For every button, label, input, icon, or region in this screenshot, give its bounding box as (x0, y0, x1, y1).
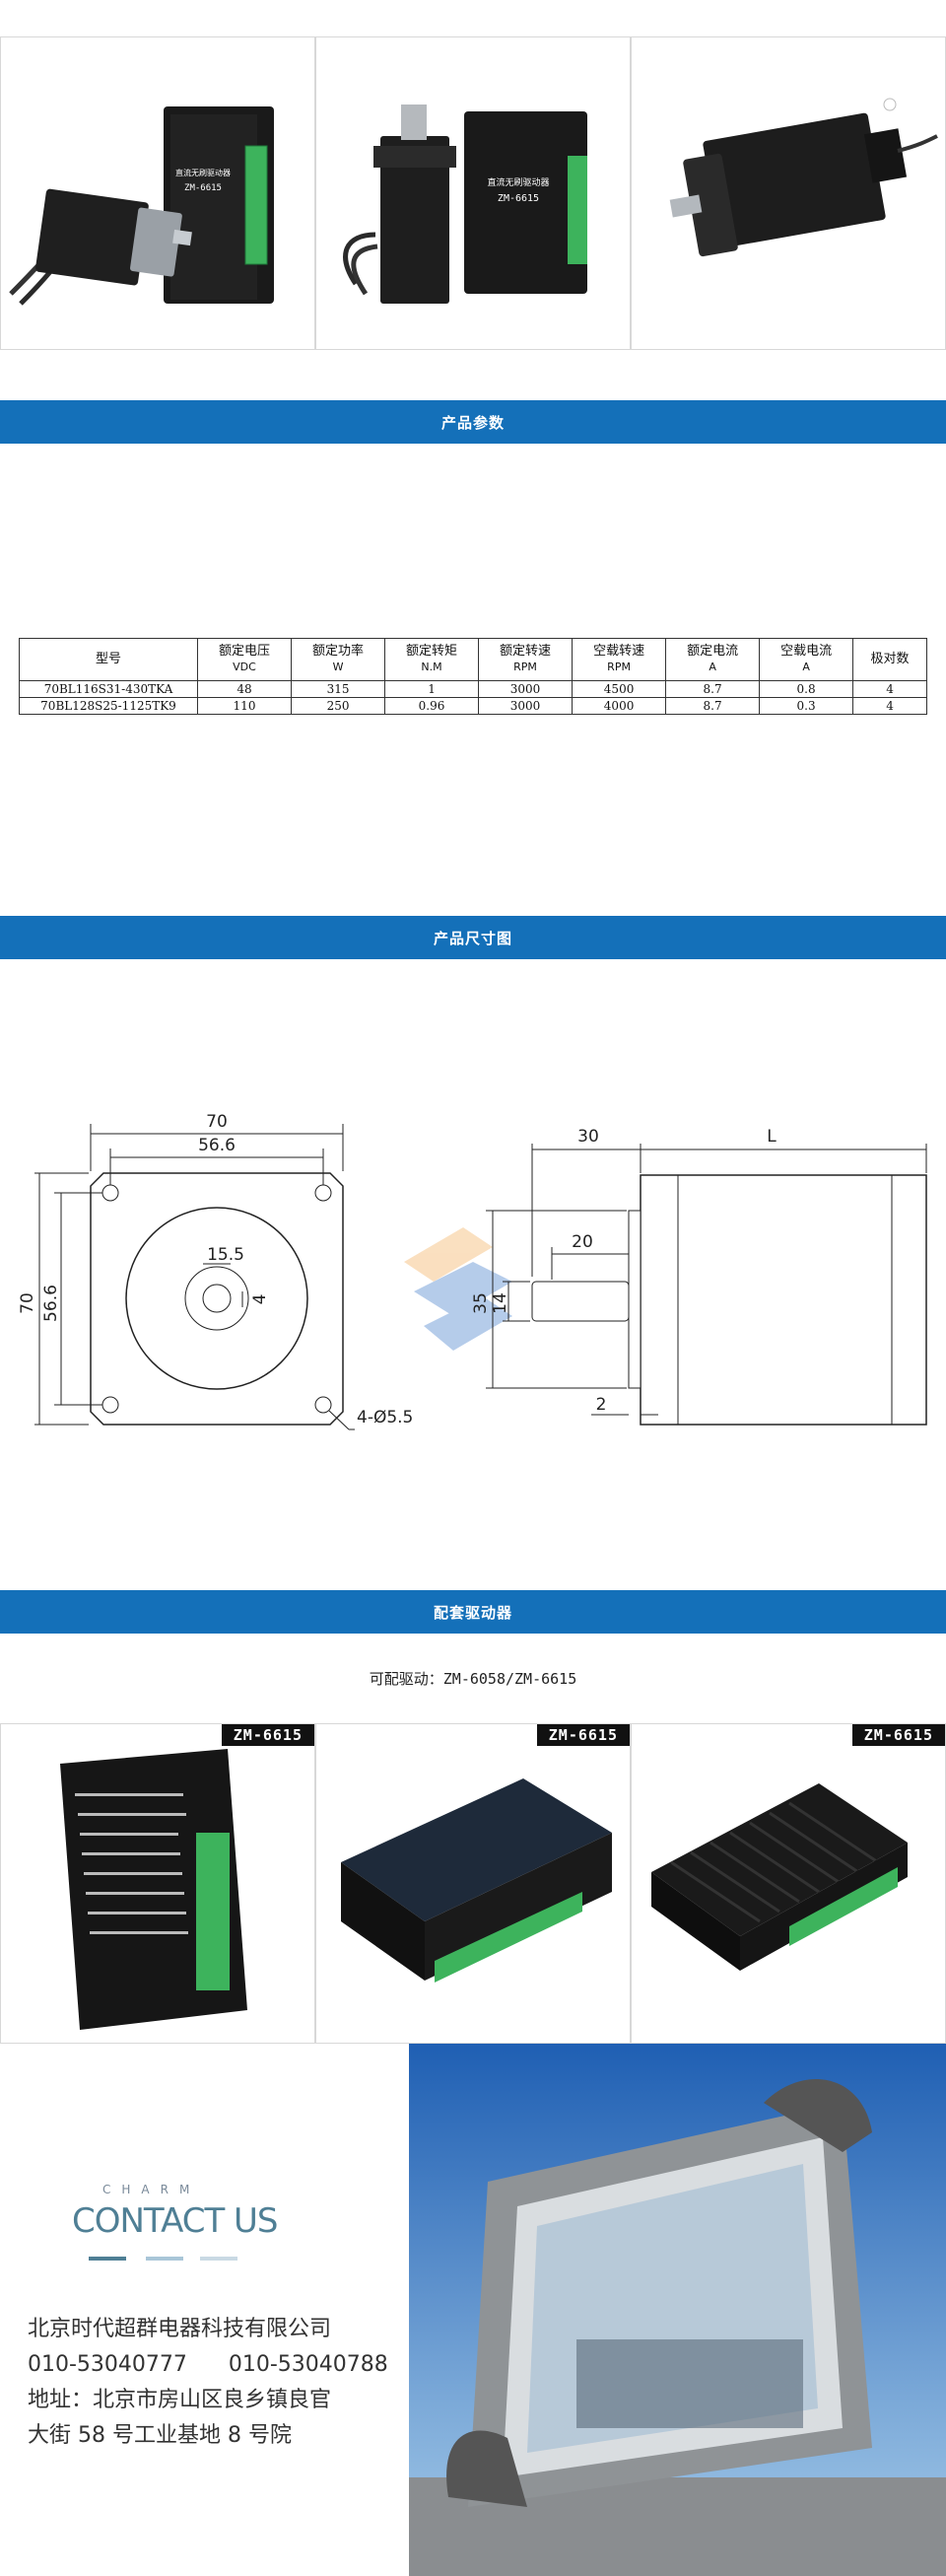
product-photo-1: 直流无刷驱动器 ZM-6615 (0, 36, 315, 350)
table-cell: 4500 (572, 680, 667, 698)
dim-flat: 4 (250, 1294, 270, 1305)
terminal-block-green (568, 156, 587, 264)
dim-boss: 15.5 (207, 1245, 244, 1265)
table-cell: 4000 (572, 697, 667, 715)
terminal-block-green (196, 1833, 230, 1990)
table-cell: 1 (384, 680, 480, 698)
table-header: 极对数 (852, 638, 927, 681)
driver-photo-2: ZM-6615 (315, 1723, 631, 2044)
table-cell: 0.8 (759, 680, 854, 698)
dim-boss-dia: 35 (471, 1292, 491, 1314)
table-cell: 250 (291, 697, 386, 715)
table-cell: 0.3 (759, 697, 854, 715)
product-photo-2: 直流无刷驱动器 ZM-6615 (315, 36, 631, 350)
table-cell: 110 (196, 697, 293, 715)
contact-divider (146, 2257, 183, 2261)
contact-address-line1: 地址：北京市房山区良乡镇良官 (28, 2388, 332, 2412)
driver-tag-3: ZM-6615 (851, 1724, 945, 1746)
dim-holes: 4-Ø5.5 (357, 1408, 413, 1427)
registered-mark-icon (883, 98, 897, 111)
driver-tag-1: ZM-6615 (221, 1724, 314, 1746)
section-drivers-title: 配套驱动器 (433, 1603, 512, 1622)
driver-model-1: ZM-6615 (184, 183, 222, 193)
contact-phones: 010-53040777 010-53040788 (28, 2352, 388, 2377)
front-view: 70 56.6 70 56.6 15.5 4 4-Ø5.5 (18, 1112, 413, 1430)
contact-address-line2: 大街 58 号工业基地 8 号院 (28, 2423, 292, 2448)
dim-step: 2 (596, 1395, 607, 1415)
driver-photo-3: ZM-6615 (631, 1723, 946, 2044)
driver-photo-row: ZM-6615 ZM-6615 ZM-661 (0, 1723, 946, 2044)
terminal-block-green (244, 145, 268, 265)
table-cell: 48 (196, 680, 293, 698)
section-dimensions-title: 产品尺寸图 (433, 929, 512, 947)
side-view: 30 L 20 35 14 2 (471, 1127, 927, 1426)
table-row: 70BL128S25-1125TK9 110 250 0.96 3000 400… (19, 697, 927, 715)
watermark-logo-icon (404, 1227, 512, 1351)
driver-model-2: ZM-6615 (498, 193, 539, 204)
top-photo-row: 直流无刷驱动器 ZM-6615 直流无刷驱动器 ZM-6615 (0, 36, 946, 350)
table-cell: 3000 (478, 697, 574, 715)
contact-divider (89, 2257, 126, 2261)
table-cell: 0.96 (384, 697, 480, 715)
contact-divider (200, 2257, 237, 2261)
dim-front-width: 70 (206, 1112, 228, 1132)
table-cell: 8.7 (665, 680, 761, 698)
dim-front-pitch: 56.6 (198, 1136, 236, 1155)
contact-us-title: CONTACT US (72, 2201, 279, 2241)
section-params-title: 产品参数 (440, 413, 505, 432)
contact-company: 北京时代超群电器科技有限公司 (28, 2317, 332, 2341)
team-photo (409, 2044, 946, 2576)
dim-shaft-dia: 14 (491, 1292, 510, 1314)
table-cell: 70BL116S31-430TKA (19, 680, 198, 698)
table-header: 型号 (19, 638, 198, 681)
dim-flat-len: 20 (572, 1232, 593, 1252)
table-cell: 315 (291, 680, 386, 698)
table-cell: 70BL128S25-1125TK9 (19, 697, 198, 715)
section-drivers-bar: 配套驱动器 (0, 1590, 946, 1634)
dim-shaft-len: 30 (577, 1127, 599, 1147)
driver-photo-1: ZM-6615 (0, 1723, 315, 2044)
driver-tag-2: ZM-6615 (536, 1724, 630, 1746)
compatible-drivers-note: 可配驱动：ZM-6058/ZM-6615 (369, 1670, 577, 1688)
driver-title-2: 直流无刷驱动器 (487, 176, 549, 188)
product-photo-3 (631, 36, 946, 350)
dim-front-height: 70 (18, 1292, 37, 1314)
driver-title-1: 直流无刷驱动器 (175, 168, 231, 177)
dimension-drawing: 70 56.6 70 56.6 15.5 4 4-Ø5.5 (18, 1112, 927, 1430)
contact-charm-label: CHARM (102, 2183, 201, 2196)
table-cell: 3000 (478, 680, 574, 698)
contact-panel: CHARM CONTACT US 北京时代超群电器科技有限公司 010-5304… (0, 2044, 409, 2576)
terminal-block-green (435, 1892, 582, 1983)
dim-body-len: L (767, 1127, 777, 1147)
table-cell: 4 (852, 697, 927, 715)
table-cell: 4 (852, 680, 927, 698)
dim-front-height-pitch: 56.6 (41, 1285, 61, 1322)
section-params-bar: 产品参数 (0, 400, 946, 444)
section-dimensions-bar: 产品尺寸图 (0, 916, 946, 959)
terminal-block-green (789, 1867, 898, 1946)
table-row: 70BL116S31-430TKA 48 315 1 3000 4500 8.7… (19, 680, 927, 698)
table-cell: 8.7 (665, 697, 761, 715)
